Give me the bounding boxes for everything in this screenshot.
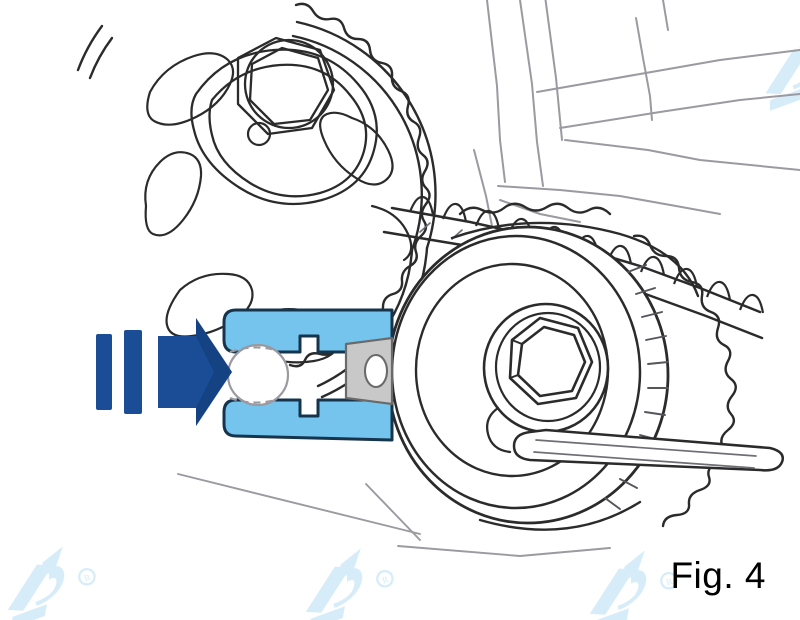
wrench-handle: [512, 428, 784, 472]
tensioner-pulley: [386, 225, 670, 525]
direction-arrow: [96, 318, 232, 426]
engine-block-outline: [473, 0, 800, 227]
tensioner-sprocket-teeth: [450, 202, 737, 531]
tensioner-bolt: [508, 316, 594, 406]
figure-caption: Fig. 4: [670, 555, 766, 596]
lower-guide-lines: [177, 473, 611, 557]
locking-tool: [222, 308, 394, 442]
